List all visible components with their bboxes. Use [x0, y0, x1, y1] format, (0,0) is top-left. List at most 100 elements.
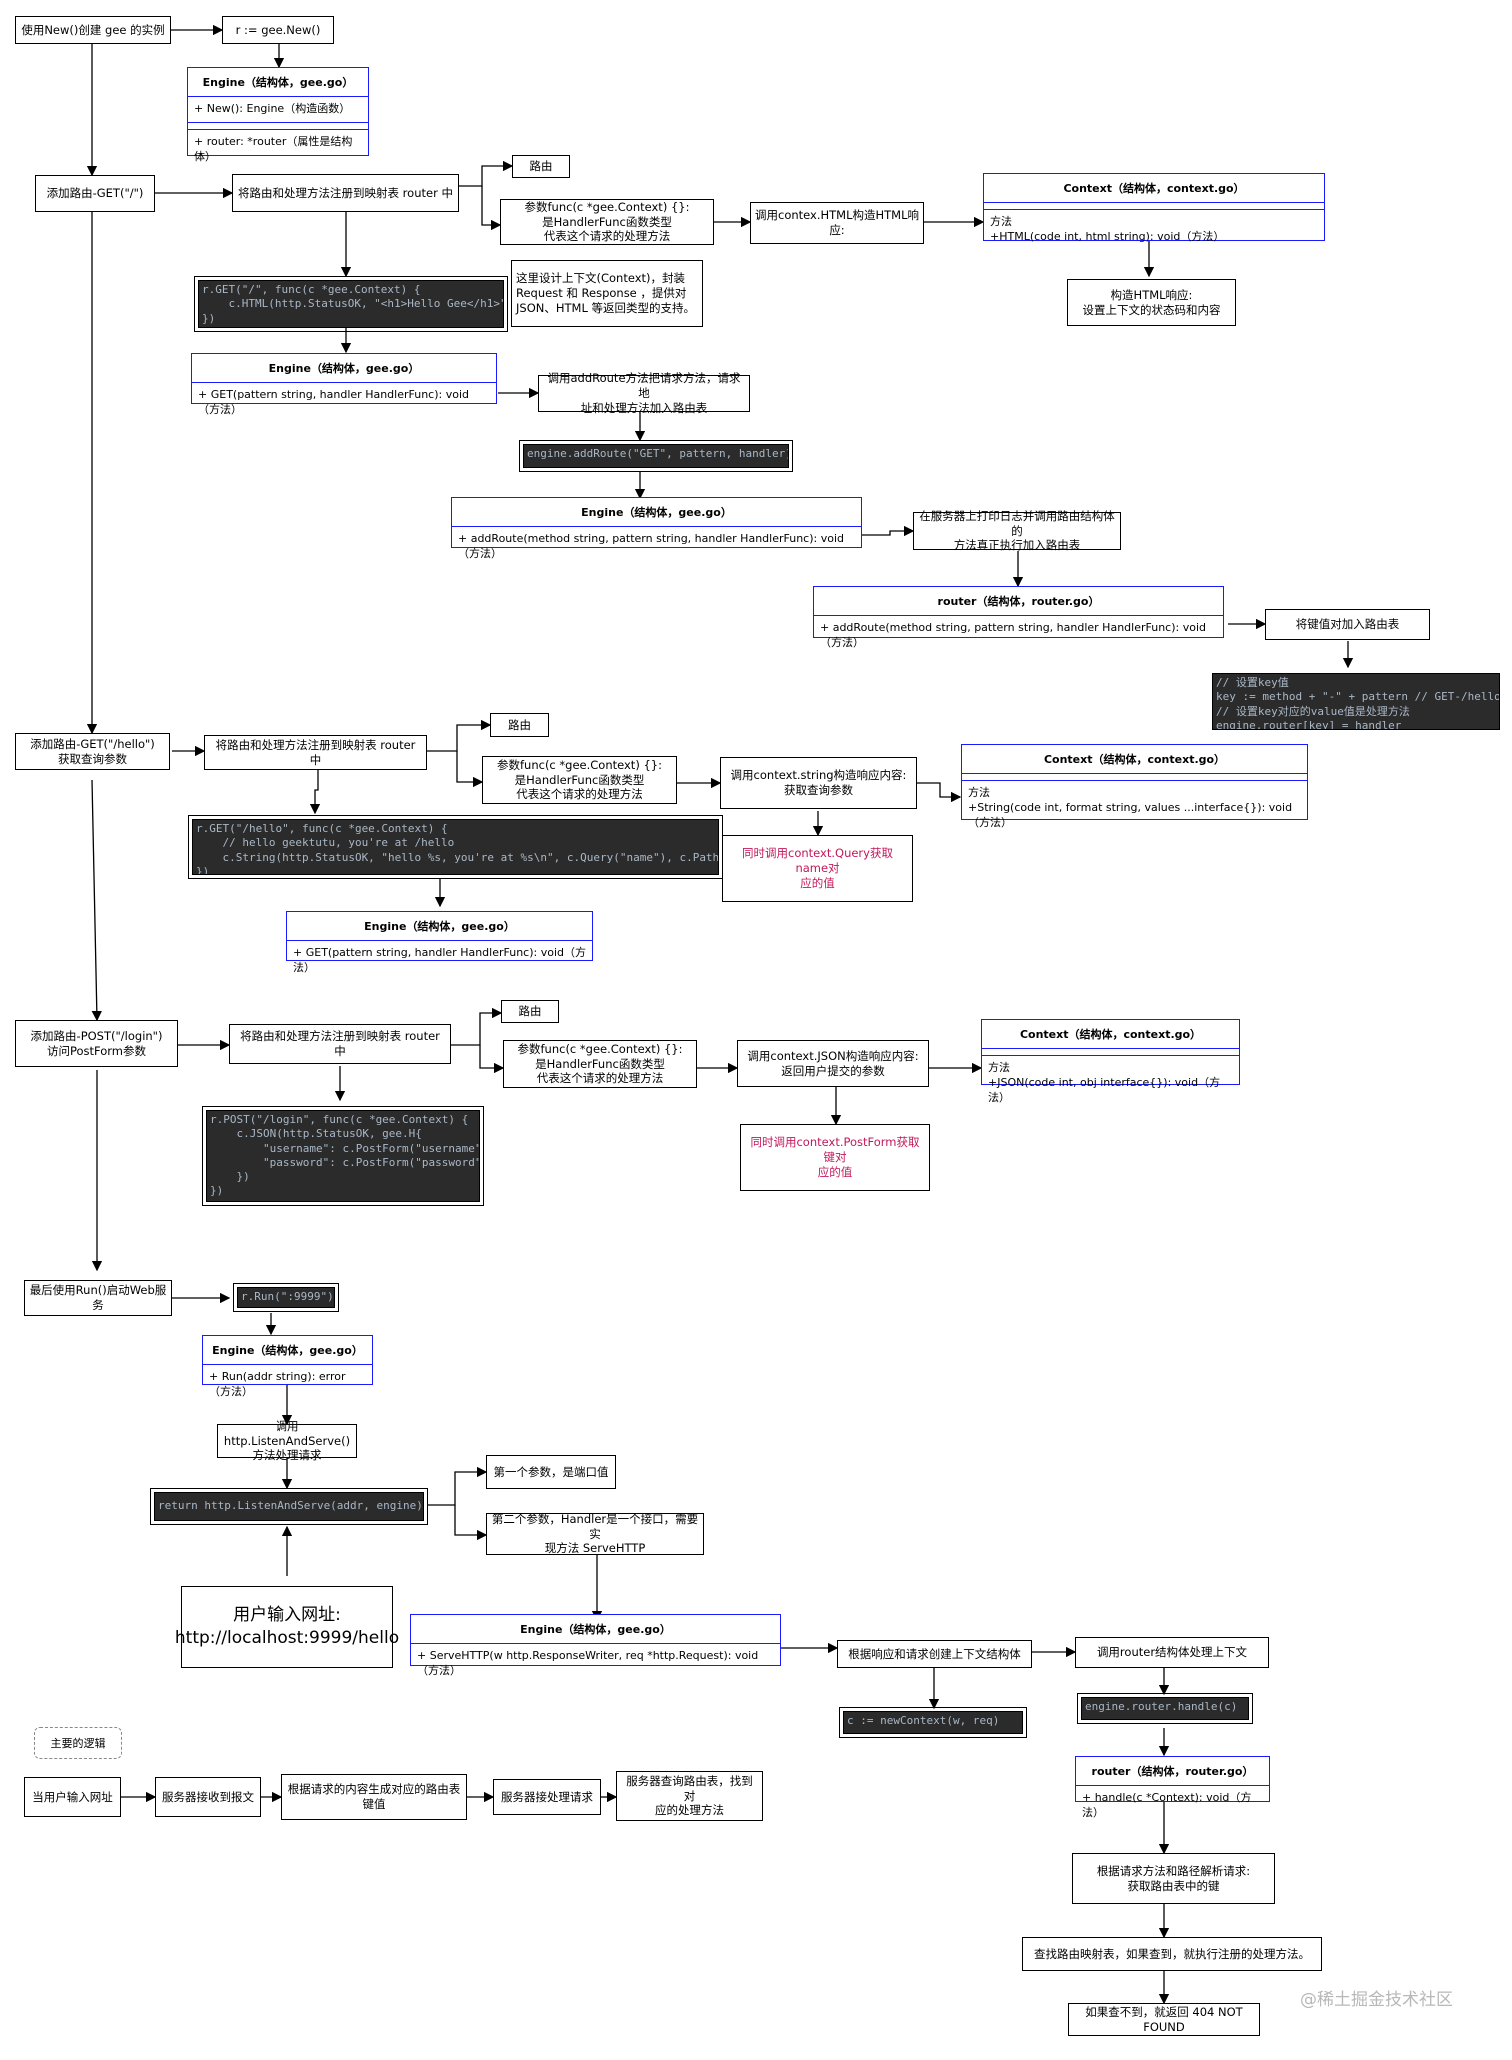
class-title: Engine（结构体，gee.go） [192, 354, 496, 383]
html-response-node: 调用contex.HTML构造HTML响应: [750, 202, 924, 244]
code-line: "password": c.PostForm("password"), [210, 1155, 480, 1169]
class-method: + GET(pattern string, handler HandlerFun… [293, 946, 586, 974]
main-logic-label: 主要的逻辑 [34, 1727, 122, 1759]
class-title: Context（结构体，context.go） [982, 1020, 1239, 1049]
engine-class-get-1: Engine（结构体，gee.go） + GET(pattern string,… [191, 353, 497, 416]
code-get-root: r.GET("/", func(c *gee.Context) { c.HTML… [194, 276, 508, 332]
class-title: Context（结构体，context.go） [984, 174, 1324, 203]
kv-add-node: 将键值对加入路由表 [1265, 609, 1430, 640]
json-response-node: 调用context.JSON构造响应内容: 返回用户提交的参数 [737, 1040, 929, 1087]
code-line: r.POST("/login", func(c *gee.Context) { [210, 1113, 469, 1126]
code-addroute: engine.addRoute("GET", pattern, handler) [519, 440, 793, 472]
class-method: 方法 +HTML(code int, html string): void（方法… [990, 215, 1225, 243]
class-divider [982, 1049, 1239, 1056]
class-title: router（结构体，router.go） [814, 587, 1223, 616]
create-gee-instance-node: 使用New()创建 gee 的实例 [15, 16, 171, 44]
user-input-node: 用户输入网址: http://localhost:9999/hello [175, 1586, 399, 1668]
flow-step-5: 服务器查询路由表，找到对 应的处理方法 [616, 1771, 763, 1821]
code-line: r.Run(":9999") [241, 1290, 334, 1303]
register-hello-node: 将路由和处理方法注册到映射表 router 中 [204, 735, 427, 770]
code-line: engine.router.handle(c) [1085, 1700, 1238, 1713]
r-new-node: r := gee.New() [222, 16, 334, 44]
route-label-3: 路由 [501, 1000, 559, 1023]
parse-request-node: 根据请求方法和路径解析请求: 获取路由表中的键 [1072, 1853, 1275, 1904]
class-method: + New(): Engine（构造函数） [188, 97, 368, 123]
class-method: + handle(c *Context): void（方法） [1082, 1791, 1252, 1819]
class-title: Engine（结构体，gee.go） [188, 68, 368, 97]
flow-step-1: 当用户输入网址 [24, 1777, 121, 1817]
class-title: router（结构体，router.go） [1076, 1757, 1269, 1786]
context-class-json: Context（结构体，context.go） 方法 +JSON(code in… [981, 1019, 1240, 1104]
class-title: Engine（结构体，gee.go） [452, 498, 861, 527]
call-addroute-node: 调用addRoute方法把请求方法，请求地 址和处理方法加入路由表 [538, 371, 750, 415]
listen-serve-node: 调用http.ListenAndServe() 方法处理请求 [217, 1419, 357, 1462]
class-divider [188, 123, 368, 130]
route-label-2: 路由 [490, 713, 549, 737]
code-line: "username": c.PostForm("username"), [210, 1141, 480, 1155]
class-property: + router: *router（属性是结构体） [194, 134, 353, 163]
call-router-node: 调用router结构体处理上下文 [1075, 1637, 1269, 1668]
code-line: engine.addRoute("GET", pattern, handler) [527, 447, 789, 460]
engine-class-get-2: Engine（结构体，gee.go） + GET(pattern string,… [286, 911, 593, 974]
class-method: 方法 +JSON(code int, obj interface{}): voi… [988, 1061, 1221, 1104]
code-router-handle: engine.router.handle(c) [1077, 1693, 1253, 1724]
add-route-login-node: 添加路由-POST("/login") 访问PostForm参数 [15, 1020, 178, 1067]
class-title: Context（结构体，context.go） [962, 745, 1307, 774]
code-line: c.JSON(http.StatusOK, gee.H{ [210, 1127, 422, 1141]
code-line: engine.router[key] = handler [1216, 718, 1402, 730]
code-line: r.GET("/hello", func(c *gee.Context) { [196, 822, 448, 835]
param-handler-node-3: 参数func(c *gee.Context) {}: 是HandlerFunc函… [503, 1040, 697, 1088]
code-line: c := newContext(w, req) [847, 1714, 1000, 1727]
context-class-html: Context（结构体，context.go） 方法 +HTML(code in… [983, 173, 1325, 243]
context-class-string: Context（结构体，context.go） 方法 +String(code … [961, 744, 1308, 829]
run-web-node: 最后使用Run()启动Web服 务 [24, 1280, 172, 1316]
class-title: Engine（结构体，gee.go） [411, 1615, 780, 1644]
flow-step-2: 服务器接收到报文 [155, 1777, 261, 1817]
code-line: c.HTML(http.StatusOK, "<h1>Hello Gee</h1… [202, 297, 504, 311]
query-note: 同时调用context.Query获取name对 应的值 [722, 835, 913, 902]
add-route-root-node: 添加路由-GET("/") [35, 175, 155, 212]
class-divider [962, 774, 1307, 781]
class-method: + GET(pattern string, handler HandlerFun… [198, 388, 469, 416]
code-get-hello: r.GET("/hello", func(c *gee.Context) { /… [188, 815, 723, 879]
code-post-login: r.POST("/login", func(c *gee.Context) { … [202, 1106, 484, 1206]
param-handler-node-2: 参数func(c *gee.Context) {}: 是HandlerFunc函… [482, 756, 677, 804]
class-method: + addRoute(method string, pattern string… [820, 621, 1206, 649]
log-router-node: 在服务器上打印日志并调用路由结构体的 方法真正执行加入路由表 [913, 509, 1121, 552]
route-label-1: 路由 [512, 155, 570, 178]
router-class-handle: router（结构体，router.go） + handle(c *Contex… [1075, 1756, 1270, 1819]
code-line: return http.ListenAndServe(addr, engine) [158, 1499, 423, 1512]
engine-class-run: Engine（结构体，gee.go） + Run(addr string): e… [202, 1335, 373, 1398]
param-handler-node-1: 参数func(c *gee.Context) {}: 是HandlerFunc函… [500, 199, 714, 245]
code-line: }) [210, 1184, 224, 1198]
register-root-node: 将路由和处理方法注册到映射表 router 中 [232, 174, 459, 212]
engine-class-new: Engine（结构体，gee.go） + New(): Engine（构造函数）… [187, 67, 369, 163]
engine-class-servehttp: Engine（结构体，gee.go） + ServeHTTP(w http.Re… [410, 1614, 781, 1677]
class-divider [984, 203, 1324, 210]
code-line: // 设置key对应的value值是处理方法 [1216, 704, 1410, 718]
code-listen-serve: return http.ListenAndServe(addr, engine) [150, 1488, 428, 1525]
create-context-node: 根据响应和请求创建上下文结构体 [837, 1640, 1032, 1668]
class-method: + addRoute(method string, pattern string… [458, 532, 844, 560]
string-response-node: 调用context.string构造响应内容: 获取查询参数 [720, 757, 917, 809]
flow-step-4: 服务器接处理请求 [493, 1779, 601, 1815]
class-title: Engine（结构体，gee.go） [287, 912, 592, 941]
code-line: }) [196, 864, 210, 875]
code-line: }) [210, 1170, 250, 1184]
class-method: + ServeHTTP(w http.ResponseWriter, req *… [417, 1649, 759, 1677]
html-build-node: 构造HTML响应: 设置上下文的状态码和内容 [1067, 279, 1236, 326]
code-run: r.Run(":9999") [233, 1283, 339, 1312]
code-line: }) [202, 311, 216, 325]
engine-class-addroute: Engine（结构体，gee.go） + addRoute(method str… [451, 497, 862, 560]
class-method: + Run(addr string): error（方法） [209, 1370, 346, 1398]
watermark: @稀土掘金技术社区 [1300, 1990, 1453, 2010]
code-line: // hello geektutu, you're at /hello [196, 836, 455, 850]
router-class-addroute: router（结构体，router.go） + addRoute(method … [813, 586, 1224, 649]
register-login-node: 将路由和处理方法注册到映射表 router 中 [229, 1024, 451, 1064]
code-line: // 设置key值 [1216, 676, 1289, 689]
lookup-route-node: 查找路由映射表，如果查到，就执行注册的处理方法。 [1022, 1937, 1322, 1971]
not-found-node: 如果查不到，就返回 404 NOT FOUND [1068, 2003, 1260, 2036]
